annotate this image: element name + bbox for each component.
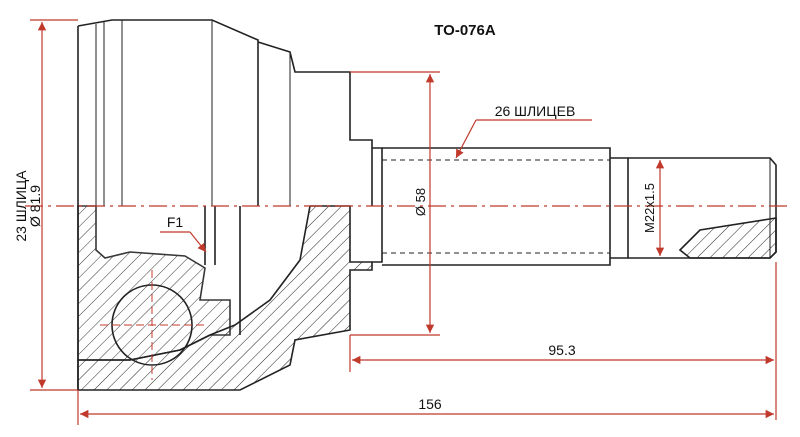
stub-shaft xyxy=(372,147,777,266)
part-number-title: TO-076A xyxy=(434,22,496,39)
f1-leader xyxy=(160,231,207,253)
total-length-label: 156 xyxy=(418,396,442,412)
thread-label: M22x1.5 xyxy=(642,183,657,233)
shaft-length-label: 95.3 xyxy=(548,342,575,358)
shaft-length-dimension xyxy=(349,262,777,420)
shaft-diameter-dimension xyxy=(350,71,440,336)
splines-leader xyxy=(455,119,592,159)
inner-splines-label: 26 ШЛИЦЕВ xyxy=(495,103,576,119)
total-length-dimension xyxy=(77,390,774,425)
housing-upper xyxy=(77,19,373,206)
feature-f1-label: F1 xyxy=(167,214,184,230)
outer-splines-label: 23 ШЛИЦА xyxy=(13,170,29,242)
outer-diameter-dimension xyxy=(30,19,78,391)
shaft-diameter-label: Ø 58 xyxy=(413,188,428,216)
outer-diameter-label: Ø 81.9 xyxy=(27,185,43,227)
